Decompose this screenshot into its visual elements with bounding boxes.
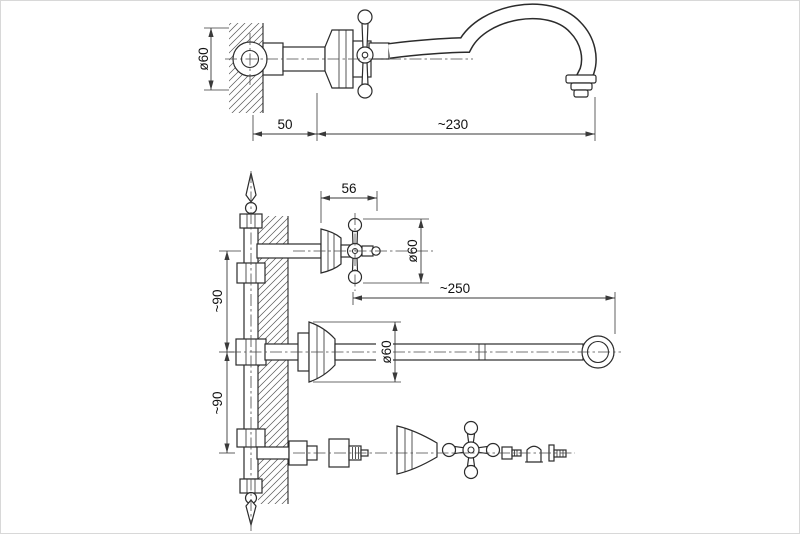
dim-lower-pipe-spacing: ~90 <box>210 352 235 454</box>
handle-hub <box>356 46 374 64</box>
exploded-escutcheon <box>396 425 438 475</box>
dim-label-handle-width: 56 <box>341 181 356 196</box>
lower-valve-stub <box>256 446 290 460</box>
dim-flange-diameter: ø60 <box>196 27 229 91</box>
spout-outlet-ring <box>570 82 593 91</box>
dim-handle-diameter: ø60 <box>363 218 429 284</box>
handle-ball-top <box>357 9 373 25</box>
exploded-cross-handle <box>441 420 501 480</box>
dim-label-wall-offset: 50 <box>277 117 292 132</box>
handle-hub-front <box>462 441 480 459</box>
cross-handle-side <box>356 9 374 99</box>
dim-escutcheon-diameter: ø60 <box>313 321 401 383</box>
dim-handle-width: 56 <box>320 181 378 223</box>
dim-label-escutcheon-diameter: ø60 <box>379 340 394 363</box>
dim-spout-length: ~250 <box>352 281 616 334</box>
dim-label-upper-pipe-spacing: ~90 <box>210 290 225 313</box>
top-view: ø60 50 ~230 <box>196 3 597 141</box>
dim-upper-pipe-spacing: ~90 <box>210 250 241 353</box>
spout-outlet-nozzle <box>573 89 589 98</box>
spout-outlet-ring <box>565 74 597 84</box>
upper-valve-stub <box>256 243 322 259</box>
dim-label-spout-reach: ~230 <box>438 117 468 132</box>
front-view: 56 ø60 ~250 ø60 ~90 <box>210 171 621 531</box>
handle-ball-bottom <box>357 83 373 99</box>
dim-label-lower-pipe-spacing: ~90 <box>210 392 225 415</box>
exploded-parts <box>256 420 567 480</box>
cap-nut <box>525 445 543 463</box>
dim-label-flange-diameter: ø60 <box>196 47 211 70</box>
curved-spout <box>387 3 597 98</box>
dim-label-handle-diameter: ø60 <box>405 239 420 262</box>
dim-label-spout-length: ~250 <box>440 281 470 296</box>
dim-wall-offset: 50 ~230 <box>252 93 596 141</box>
